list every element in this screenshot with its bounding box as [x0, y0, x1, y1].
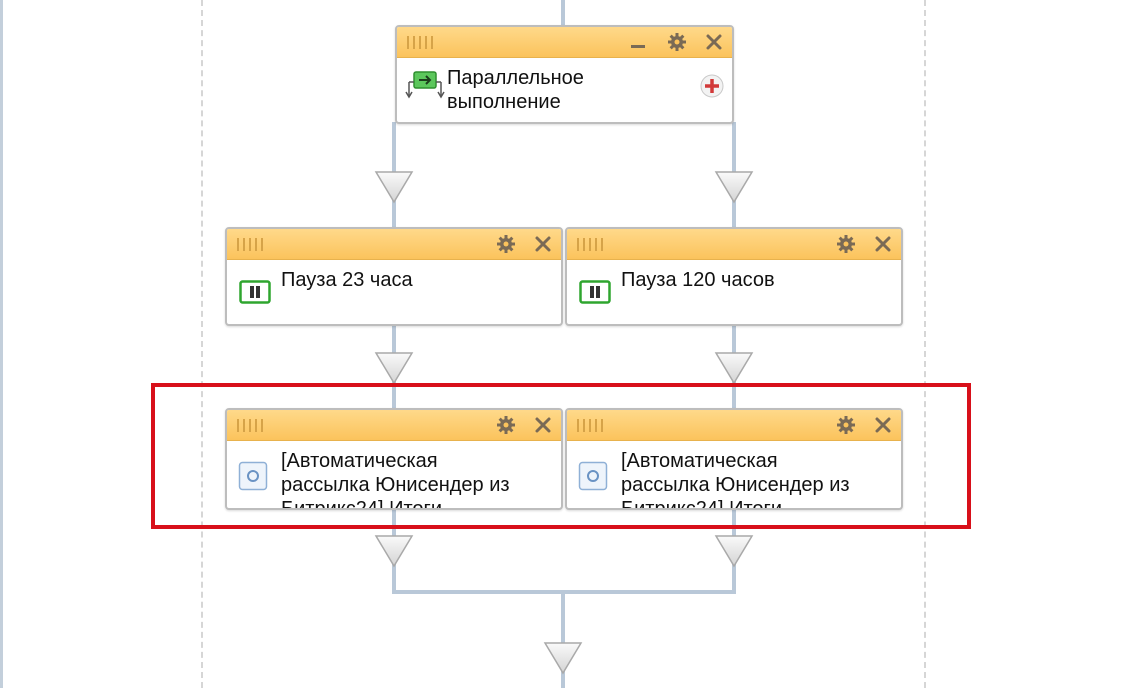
minimize-icon[interactable]: [628, 32, 648, 52]
drag-handle-icon[interactable]: [237, 419, 263, 432]
connector-bottom: [561, 590, 565, 688]
mail-activity-icon: [238, 461, 268, 491]
block-header[interactable]: [397, 27, 732, 58]
block-title: [Автоматическая рассылка Юнисендер из Би…: [281, 450, 510, 510]
gear-icon[interactable]: [496, 234, 516, 254]
pause-icon: [579, 280, 611, 304]
block-title: Пауза 120 часов: [621, 269, 775, 291]
dashed-guide-left: [201, 0, 203, 688]
pause-icon: [239, 280, 271, 304]
mail-activity-icon: [578, 461, 608, 491]
gear-icon[interactable]: [836, 415, 856, 435]
block-title: [Автоматическая рассылка Юнисендер из Би…: [621, 450, 850, 510]
add-step-arrow-icon[interactable]: [374, 534, 414, 568]
left-edge-line: [0, 0, 3, 688]
block-header[interactable]: [227, 410, 561, 441]
close-icon[interactable]: [533, 234, 553, 254]
drag-handle-icon[interactable]: [577, 419, 603, 432]
block-title: Параллельное выполнение: [447, 67, 584, 113]
block-header[interactable]: [567, 229, 901, 260]
dashed-guide-right: [924, 0, 926, 688]
add-step-arrow-icon[interactable]: [714, 170, 754, 204]
drag-handle-icon[interactable]: [577, 238, 603, 251]
gear-icon[interactable]: [667, 32, 687, 52]
pause-block-right[interactable]: Пауза 120 часов: [565, 227, 903, 326]
close-icon[interactable]: [704, 32, 724, 52]
pause-block-left[interactable]: Пауза 23 часа: [225, 227, 563, 326]
add-step-arrow-icon[interactable]: [543, 641, 583, 675]
highlight-frame: [151, 383, 971, 529]
block-title: Пауза 23 часа: [281, 269, 413, 291]
drag-handle-icon[interactable]: [407, 36, 433, 49]
close-icon[interactable]: [533, 415, 553, 435]
gear-icon[interactable]: [836, 234, 856, 254]
add-step-arrow-icon[interactable]: [374, 351, 414, 385]
gear-icon[interactable]: [496, 415, 516, 435]
add-branch-icon[interactable]: [700, 74, 724, 98]
mail-block-left[interactable]: [Автоматическая рассылка Юнисендер из Би…: [225, 408, 563, 510]
add-step-arrow-icon[interactable]: [714, 534, 754, 568]
close-icon[interactable]: [873, 415, 893, 435]
block-header[interactable]: [567, 410, 901, 441]
mail-block-right[interactable]: [Автоматическая рассылка Юнисендер из Би…: [565, 408, 903, 510]
connector-top: [561, 0, 565, 28]
close-icon[interactable]: [873, 234, 893, 254]
parallel-execution-icon: [405, 71, 445, 99]
add-step-arrow-icon[interactable]: [714, 351, 754, 385]
block-header[interactable]: [227, 229, 561, 260]
add-step-arrow-icon[interactable]: [374, 170, 414, 204]
parallel-execution-block[interactable]: Параллельное выполнение: [395, 25, 734, 124]
drag-handle-icon[interactable]: [237, 238, 263, 251]
